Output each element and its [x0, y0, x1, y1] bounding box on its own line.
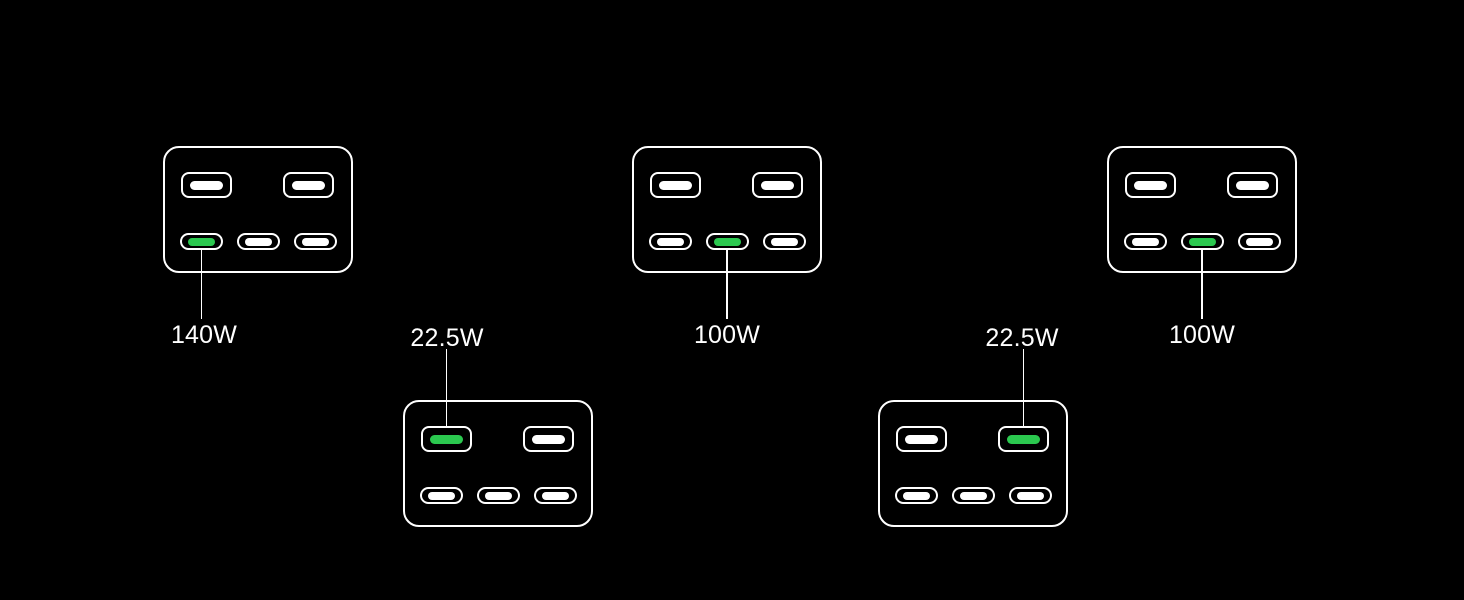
charger-outline: [878, 400, 1068, 527]
usb-c-port-icon: [1124, 233, 1167, 250]
usb-a-pin: [1134, 180, 1167, 190]
usb-c-port-icon: [951, 487, 995, 504]
usb-a-pin: [430, 434, 463, 444]
usb-c-port-icon: [649, 233, 692, 250]
usb-a-pin: [905, 434, 938, 444]
usb-a-port-icon: [421, 426, 472, 452]
usb-c-port-icon: [420, 487, 463, 504]
usb-c-pin: [301, 237, 329, 246]
usb-a-port-icon: [650, 172, 701, 198]
callout-line: [726, 250, 728, 319]
usb-c-pin: [428, 491, 455, 500]
usb-a-pin: [659, 180, 692, 190]
usb-a-port-icon: [998, 426, 1049, 452]
usb-c-port-icon: [1180, 233, 1224, 250]
usb-a-port-icon: [523, 426, 574, 452]
usb-c-pin: [1188, 237, 1216, 246]
usb-a-port-icon: [752, 172, 803, 198]
usb-c-port-icon: [293, 233, 337, 250]
usb-c-pin: [244, 237, 272, 246]
usb-c-pin: [903, 491, 930, 500]
wattage-label: 140W: [170, 321, 238, 349]
callout-line: [200, 250, 203, 319]
usb-a-pin: [761, 180, 794, 190]
usb-c-port-icon: [236, 233, 280, 250]
wattage-label: 22.5W: [410, 324, 484, 352]
usb-c-port-icon: [705, 233, 749, 250]
usb-c-pin: [188, 237, 215, 246]
usb-a-port-icon: [283, 172, 334, 198]
usb-a-port-icon: [1227, 172, 1278, 198]
usb-c-port-icon: [762, 233, 806, 250]
usb-a-pin: [1007, 434, 1040, 444]
usb-c-pin: [1132, 237, 1159, 246]
usb-c-port-icon: [476, 487, 520, 504]
charger-outline: [163, 146, 353, 273]
usb-c-port-icon: [533, 487, 577, 504]
wattage-label: 100W: [693, 321, 761, 349]
usb-a-port-icon: [1125, 172, 1176, 198]
charger-outline: [1107, 146, 1297, 273]
usb-a-port-icon: [181, 172, 232, 198]
wattage-label: 22.5W: [985, 324, 1059, 352]
usb-c-pin: [1016, 491, 1044, 500]
usb-c-port-icon: [180, 233, 223, 250]
usb-a-pin: [532, 434, 565, 444]
usb-c-pin: [770, 237, 798, 246]
usb-c-port-icon: [895, 487, 938, 504]
usb-c-port-icon: [1008, 487, 1052, 504]
usb-a-port-icon: [896, 426, 947, 452]
usb-c-pin: [959, 491, 987, 500]
usb-c-pin: [541, 491, 569, 500]
wattage-label: 100W: [1168, 321, 1236, 349]
callout-line: [445, 349, 448, 426]
usb-a-pin: [1236, 180, 1269, 190]
usb-c-pin: [484, 491, 512, 500]
usb-c-port-icon: [1237, 233, 1281, 250]
usb-c-pin: [657, 237, 684, 246]
usb-a-pin: [292, 180, 325, 190]
usb-c-pin: [713, 237, 741, 246]
usb-c-pin: [1245, 237, 1273, 246]
usb-a-pin: [190, 180, 223, 190]
callout-line: [1201, 250, 1203, 319]
callout-line: [1022, 349, 1025, 426]
charger-outline: [403, 400, 593, 527]
